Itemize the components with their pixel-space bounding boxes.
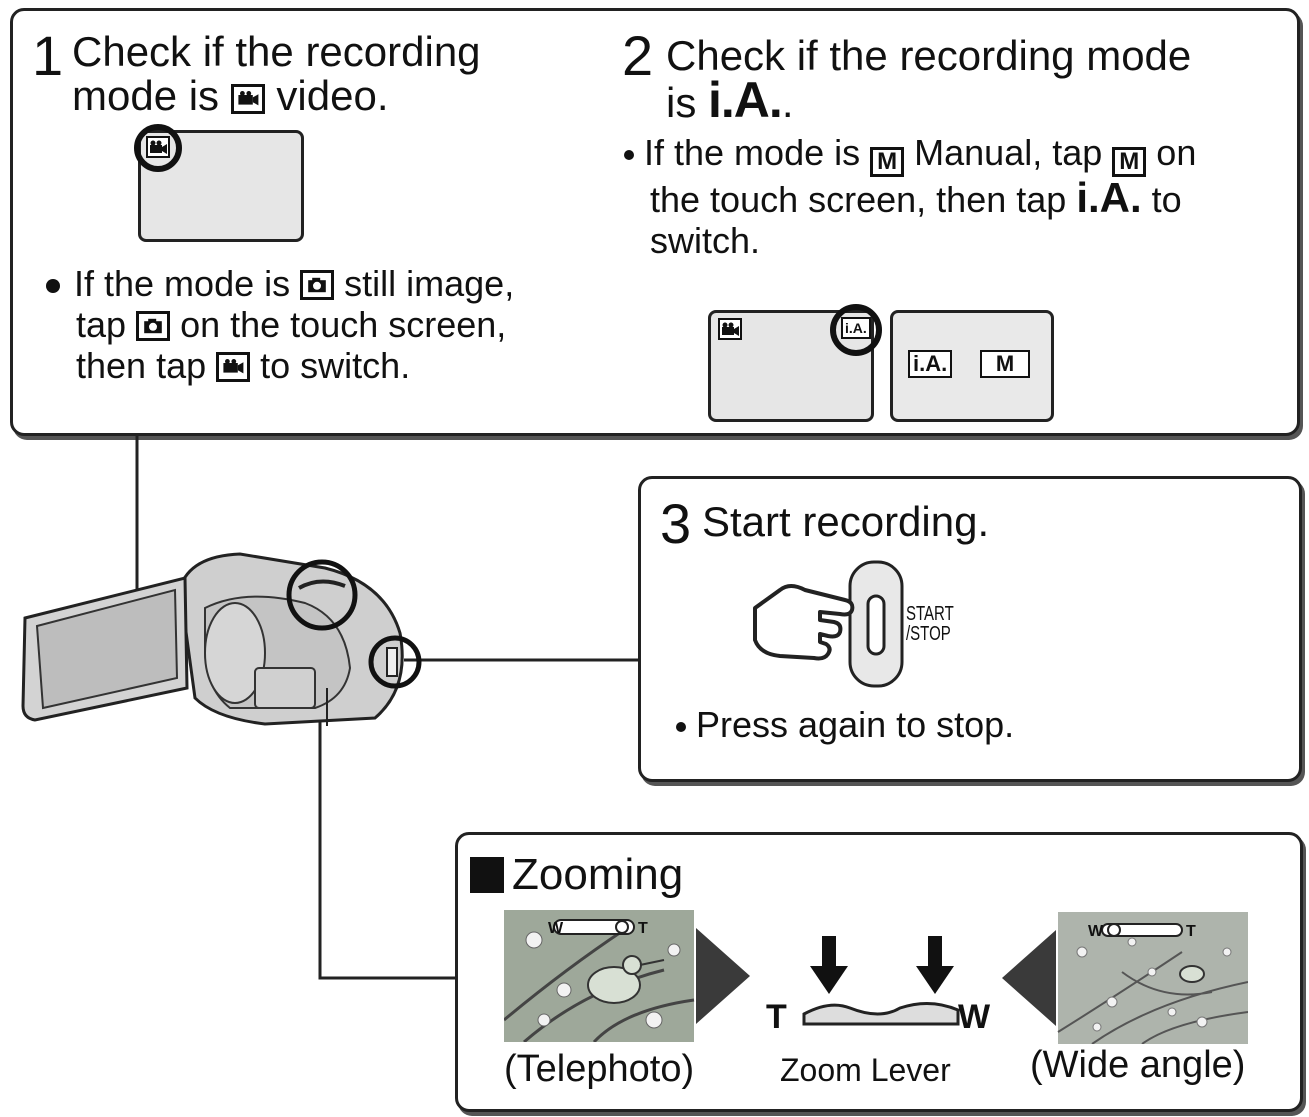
bullet-icon	[624, 150, 634, 161]
step2-note-l2-post: to	[1151, 179, 1182, 220]
screen-video-icon	[718, 318, 742, 340]
step3-note-text: Press again to stop.	[696, 704, 1015, 745]
step1-number: 1	[32, 24, 63, 87]
step2-line2-pre: is	[666, 79, 697, 126]
zoom-title-text: Zooming	[512, 850, 684, 899]
step1-heading: Check if the recording mode is video.	[72, 30, 481, 118]
video-mode-icon	[230, 84, 265, 114]
telephoto-caption: (Telephoto)	[504, 1048, 695, 1090]
step1-note-l2-pre: tap	[76, 304, 127, 345]
ia-icon-highlight	[830, 304, 882, 356]
arrow-left-icon	[1002, 930, 1056, 1026]
step2-heading-line1: Check if the recording mode	[666, 32, 1192, 79]
still-image-mode-icon	[300, 270, 335, 300]
step2-note-l1-pre: If the mode is	[644, 132, 861, 173]
bullet-icon	[676, 722, 686, 733]
step1-heading-line2: mode is video.	[72, 74, 481, 118]
step2-note-l3: switch.	[650, 220, 761, 261]
start-stop-label: START /STOP	[906, 604, 954, 644]
step1-note-l3-pre: then tap	[76, 345, 207, 386]
manual-mode-icon: M	[870, 147, 905, 177]
step1-note-l2-post: on the touch screen,	[180, 304, 507, 345]
zoom-lever-caption: Zoom Lever	[780, 1052, 951, 1088]
arrow-down-icon	[810, 966, 848, 994]
zoom-heading: Zooming	[470, 850, 683, 900]
step3-number: 3	[660, 492, 691, 555]
step3-note: Press again to stop.	[676, 704, 1014, 745]
telephoto-image: W T	[504, 910, 750, 1042]
zoom-lever-highlight	[286, 559, 358, 631]
step3-panel	[638, 476, 1302, 782]
still-image-mode-icon	[136, 311, 171, 341]
step1-note: If the mode is still image, tap on the t…	[46, 263, 514, 386]
manual-mode-button[interactable]: M	[980, 350, 1030, 378]
screen-ia-icon: i.A.	[841, 317, 871, 339]
pointing-hand-icon	[753, 584, 855, 661]
video-icon-highlight	[134, 124, 182, 172]
step3-title: Start recording.	[702, 498, 990, 545]
step1-line2-pre: mode is	[72, 72, 220, 119]
step1-note-l1-pre: If the mode is	[74, 263, 291, 304]
bird-icon	[1179, 965, 1205, 983]
screen-video-icon	[146, 136, 170, 158]
start-stop-label-line1: START	[906, 603, 954, 625]
intelligent-auto-label: i.A.	[708, 72, 783, 128]
wide-angle-caption: (Wide angle)	[1030, 1044, 1246, 1086]
camcorder-illustration	[21, 552, 422, 726]
step2-number: 2	[622, 24, 653, 87]
wide-angle-image: W T	[1002, 912, 1248, 1044]
section-square-icon	[470, 857, 504, 893]
wide-bar-t: T	[1186, 923, 1196, 940]
tele-bar-t: T	[638, 920, 648, 937]
step1-line2-post: video.	[276, 72, 389, 119]
step1-note-l3-post: to switch.	[260, 345, 411, 386]
start-stop-highlight	[368, 635, 422, 689]
start-stop-label-line2: /STOP	[906, 623, 951, 645]
step2-note: If the mode is M Manual, tap M on the to…	[624, 132, 1196, 261]
start-stop-button	[866, 594, 886, 656]
manual-mode-icon: M	[1112, 147, 1147, 177]
zoom-t-label: T	[766, 998, 787, 1036]
step2-note-l2-pre: the touch screen, then tap	[650, 179, 1067, 220]
arrow-right-icon	[696, 928, 750, 1024]
step2-heading-line2: is i.A..	[666, 75, 1191, 126]
wide-bar-w: W	[1088, 923, 1104, 940]
step1-note-l1-post: still image,	[344, 263, 515, 304]
zoom-bar-telephoto	[553, 919, 635, 935]
bird-icon	[587, 966, 641, 1004]
zoom-lever	[802, 1002, 960, 1026]
start-stop-illustration	[753, 560, 904, 688]
tele-bar-w: W	[548, 920, 564, 937]
step2-heading: Check if the recording mode is i.A..	[666, 32, 1192, 126]
intelligent-auto-label: i.A.	[1076, 174, 1142, 221]
bullet-icon	[46, 279, 60, 294]
step2-note-l1-post: on	[1156, 132, 1197, 173]
step2-line2-post: .	[781, 79, 794, 126]
video-mode-icon	[216, 352, 251, 382]
connector-zoom-line	[318, 632, 457, 980]
zoom-lever-illustration	[802, 936, 960, 1026]
arrow-down-icon	[916, 966, 954, 994]
step2-note-l1-mid: Manual, tap	[914, 132, 1103, 173]
zoom-w-label: W	[958, 998, 991, 1036]
ia-mode-button[interactable]: i.A.	[908, 350, 953, 378]
step1-heading-line1: Check if the recording	[72, 28, 481, 75]
zoom-bar-wide	[1101, 923, 1183, 937]
